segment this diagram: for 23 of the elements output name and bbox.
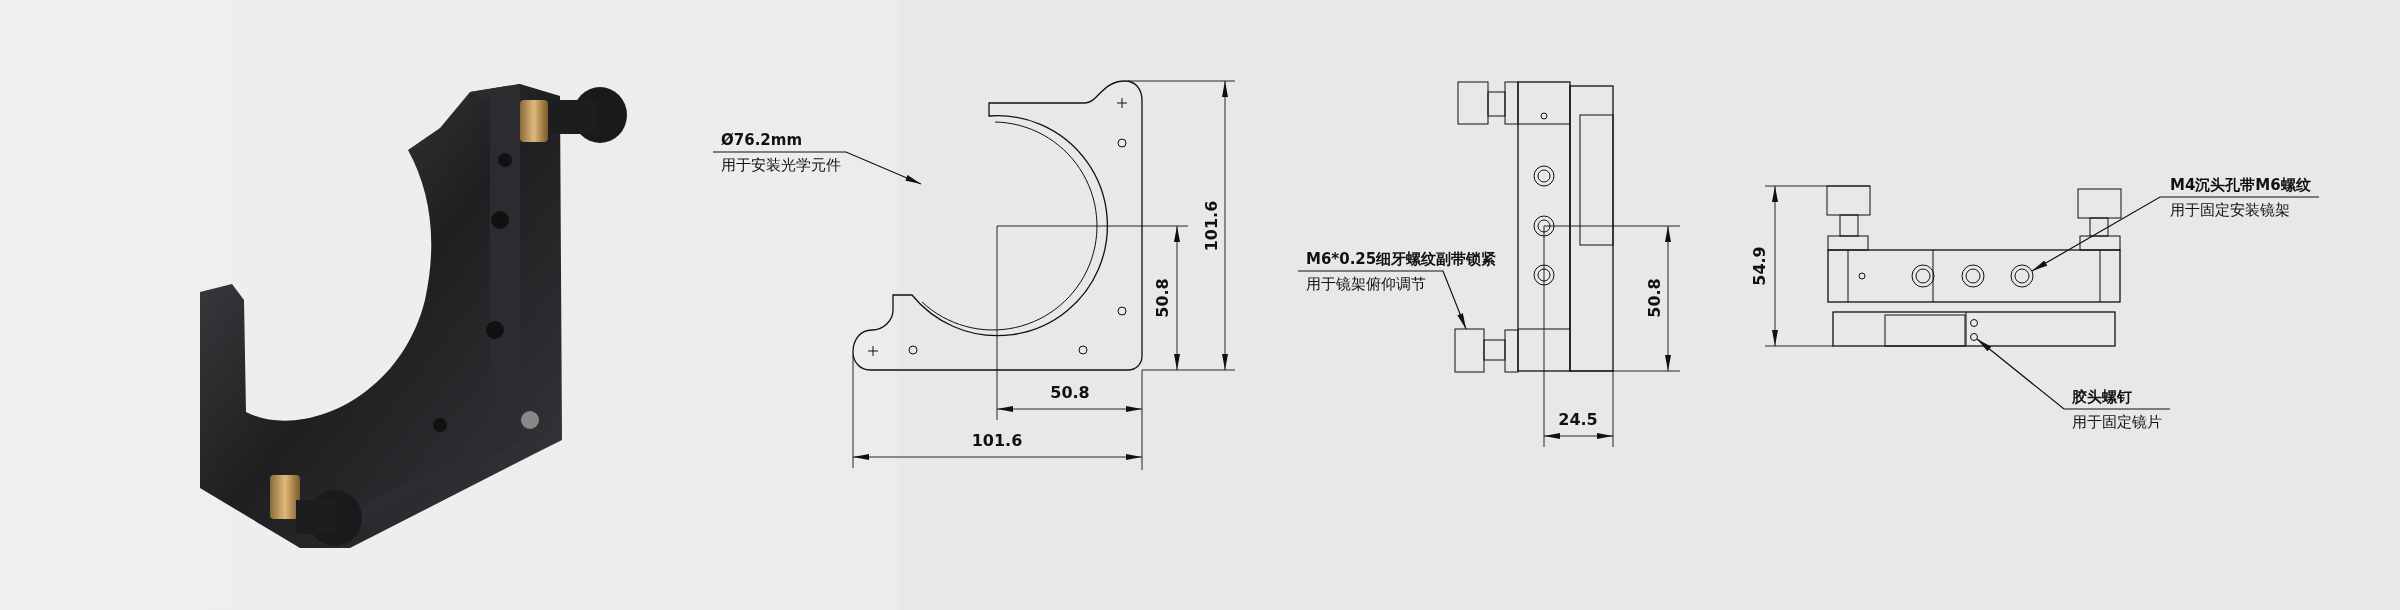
leader-line xyxy=(712,151,922,185)
leader-line xyxy=(1976,338,2171,410)
dimension-value: 101.6 xyxy=(971,432,1023,450)
callout-heading: Ø76.2mm xyxy=(721,131,804,151)
counterbore-hole xyxy=(2010,264,2034,288)
dimension-value: 24.5 xyxy=(1558,411,1598,429)
dimension-value: 54.9 xyxy=(1751,246,1769,286)
callout-heading: M4沉头孔带M6螺纹 xyxy=(2170,176,2311,196)
adjuster-knob xyxy=(1454,328,1485,373)
dimension-value: 50.8 xyxy=(1154,278,1172,318)
callout-text: 用于固定安装镜架 xyxy=(2170,200,2291,220)
callout-text: 用于镜架俯仰调节 xyxy=(1306,274,1427,294)
leader-line xyxy=(2031,196,2320,272)
dimension-value: 50.8 xyxy=(1050,384,1090,402)
bore-arc xyxy=(921,121,1098,331)
dimension-value: 50.8 xyxy=(1646,278,1664,318)
dimension-value: 101.6 xyxy=(1203,200,1221,252)
callout-heading: 胶头螺钉 xyxy=(2072,388,2133,408)
leader-line xyxy=(1297,270,1467,330)
set-screw xyxy=(1970,333,1978,341)
callout-text: 用于固定镜片 xyxy=(2072,412,2162,432)
callout-heading: M6*0.25细牙螺纹副带锁紧 xyxy=(1306,250,1497,270)
callout-text: 用于安装光学元件 xyxy=(721,155,841,175)
